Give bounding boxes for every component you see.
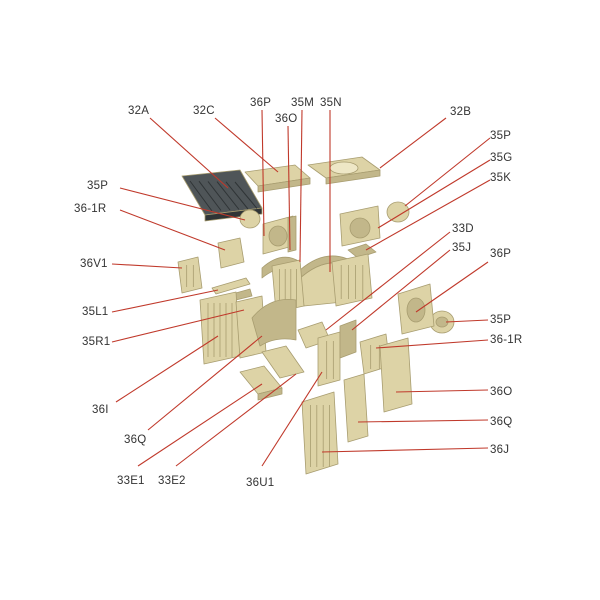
leader-lines [111, 109, 491, 467]
leader-35m [299, 109, 303, 263]
part-36U1-post [317, 331, 341, 387]
leader-35p_right [404, 137, 491, 207]
callout-35g: 35G [490, 152, 513, 164]
part-36I-grooves [207, 303, 233, 357]
callout-36q_left: 36Q [124, 434, 147, 446]
callout-33e2: 33E2 [158, 475, 186, 487]
leader-35j [351, 249, 451, 331]
callout-36u1: 36U1 [246, 477, 275, 489]
leader-32b [379, 117, 447, 169]
callout-36p_right: 36P [490, 248, 512, 260]
callout-35p_left: 35P [87, 180, 109, 192]
part-36-1R-upper [217, 237, 245, 269]
leader-35g [377, 159, 491, 229]
callout-36-1r_right: 36-1R [490, 334, 523, 346]
callout-35r1: 35R1 [82, 336, 111, 348]
leader-32a [149, 117, 229, 189]
part-32C-edge [257, 177, 311, 193]
callout-36q_right: 36Q [490, 416, 513, 428]
grate-bar [198, 180, 222, 211]
leader-36i [115, 335, 219, 403]
part-36V1-grooves [186, 265, 194, 287]
part-36O-right [379, 337, 413, 413]
part-36J-grooves [309, 405, 331, 467]
leader-35k [365, 179, 491, 251]
callout-36o_right: 36O [490, 386, 513, 398]
part-35J-back-grooves [340, 265, 364, 299]
part-35P-disc-right [386, 201, 410, 223]
leader-36-1r_left [119, 209, 226, 251]
part-36P-upper-hole [268, 225, 288, 247]
part-35L1-bar [211, 277, 251, 295]
leader-36v1 [111, 263, 183, 269]
leader-36u1 [261, 371, 323, 467]
grate-bar [207, 181, 231, 211]
leader-35r1 [111, 309, 245, 343]
part-36-1R-right-grooves [370, 345, 380, 369]
leader-32c [214, 117, 279, 173]
leader-36o_top [287, 125, 291, 251]
callout-32a: 32A [128, 105, 150, 117]
part-35J-back [331, 253, 373, 307]
leader-35p_lower [445, 319, 489, 323]
callout-35n: 35N [320, 97, 342, 109]
grate-bar [189, 180, 213, 212]
grate-bar [216, 181, 240, 210]
part-36V1-panel [177, 256, 203, 294]
grate-bar [234, 181, 258, 209]
callout-35p_lower: 35P [490, 314, 512, 326]
callout-35k: 35K [490, 172, 512, 184]
callout-33e1: 33E1 [117, 475, 145, 487]
leader-33e1 [137, 383, 263, 467]
leader-36q_left [147, 335, 263, 431]
grate-bar [225, 181, 249, 210]
callout-36p_top: 36P [250, 97, 272, 109]
callout-32c: 32C [193, 105, 215, 117]
part-36J-right [301, 391, 339, 475]
leader-36o_right [395, 389, 489, 393]
callout-36-1r_left: 36-1R [74, 203, 107, 215]
callout-35j: 35J [452, 242, 472, 254]
part-36U1-grooves [326, 341, 334, 379]
parts-group [177, 156, 455, 475]
leader-36j [321, 447, 489, 453]
leader-36p_right [415, 261, 489, 313]
part-35K-block [347, 243, 377, 259]
leader-36q_right [357, 419, 489, 423]
leader-36p_top [261, 109, 265, 237]
callout-35m: 35M [291, 97, 314, 109]
callout-36o_top: 36O [275, 113, 298, 125]
callout-32b: 32B [450, 106, 472, 118]
part-36Q-curve [251, 299, 297, 347]
callout-35p_right: 35P [490, 130, 512, 142]
leader-35l1 [111, 289, 219, 313]
part-36Q-right [343, 373, 369, 443]
part-32B-edge [325, 169, 381, 185]
callout-36j: 36J [490, 444, 510, 456]
callout-35l1: 35L1 [82, 306, 109, 318]
leader-35p_left [119, 187, 246, 221]
leader-36-1r_right [375, 339, 489, 349]
callout-33d: 33D [452, 223, 474, 235]
part-33E2-plate [261, 345, 305, 379]
leader-33e2 [175, 373, 297, 467]
callout-36v1: 36V1 [80, 258, 108, 270]
callout-36i: 36I [92, 404, 109, 416]
part-36P-right-hole [406, 297, 426, 323]
part-35G-hole [349, 217, 371, 239]
leader-33d [325, 231, 451, 331]
